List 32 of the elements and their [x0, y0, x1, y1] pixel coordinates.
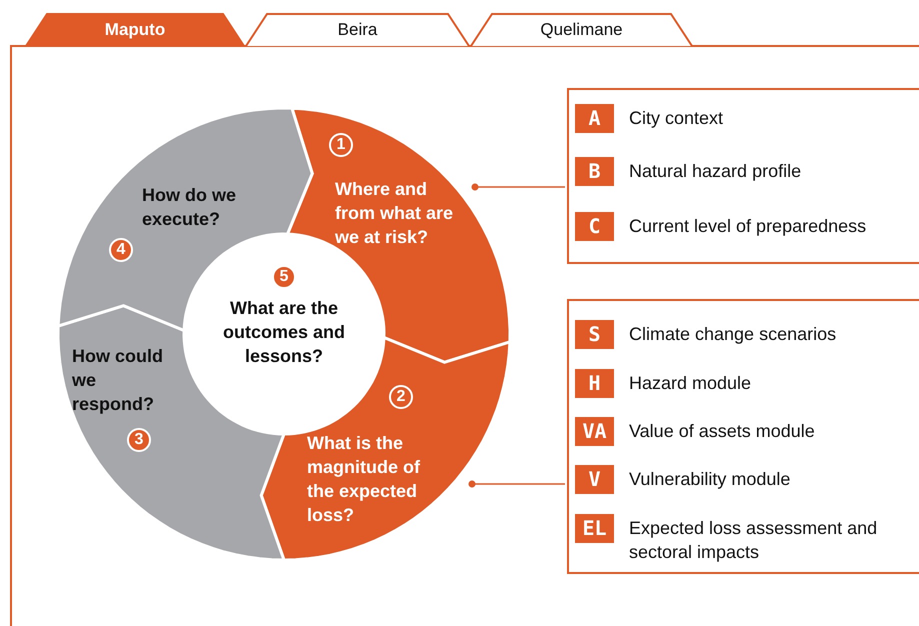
question-text: Where and from what are we at risk? [335, 178, 454, 249]
letter-badge: V [575, 465, 614, 494]
question-text: What is the magnitude of the expected loss? [307, 432, 421, 527]
step-number: 2 [389, 385, 413, 409]
item-label: Climate change scenarios [629, 323, 838, 346]
item-label: Vulnerability module [629, 468, 792, 491]
question-text: How could we respond? [72, 345, 164, 416]
question-text: What are the outcomes and lessons? [222, 297, 346, 368]
panel-frame [10, 45, 919, 626]
letter-badge: A [575, 104, 614, 133]
item-label: Value of assets module [629, 420, 816, 443]
connector-line [468, 480, 565, 488]
tab: Maputo [25, 13, 245, 46]
letter-badge: C [575, 212, 614, 241]
item-label: Natural hazard profile [629, 160, 802, 183]
connector-line [472, 184, 565, 190]
letter-badge: VA [575, 417, 614, 446]
letter-badge: EL [575, 514, 614, 543]
item-label: City context [629, 107, 724, 130]
tab: Beira [245, 13, 470, 46]
item-label: Current level of preparedness [629, 215, 868, 238]
step-number: 1 [329, 133, 353, 157]
info-panel [567, 299, 919, 574]
letter-badge: H [575, 369, 614, 398]
question-text: How do we execute? [142, 184, 237, 231]
item-label: Expected loss assessment and sectoral impacts [629, 517, 878, 564]
tab: Quelimane [470, 13, 693, 46]
item-label: Hazard module [629, 372, 752, 395]
step-number: 5 [272, 265, 296, 289]
letter-badge: S [575, 320, 614, 349]
info-panel [567, 88, 919, 264]
letter-badge: B [575, 157, 614, 186]
